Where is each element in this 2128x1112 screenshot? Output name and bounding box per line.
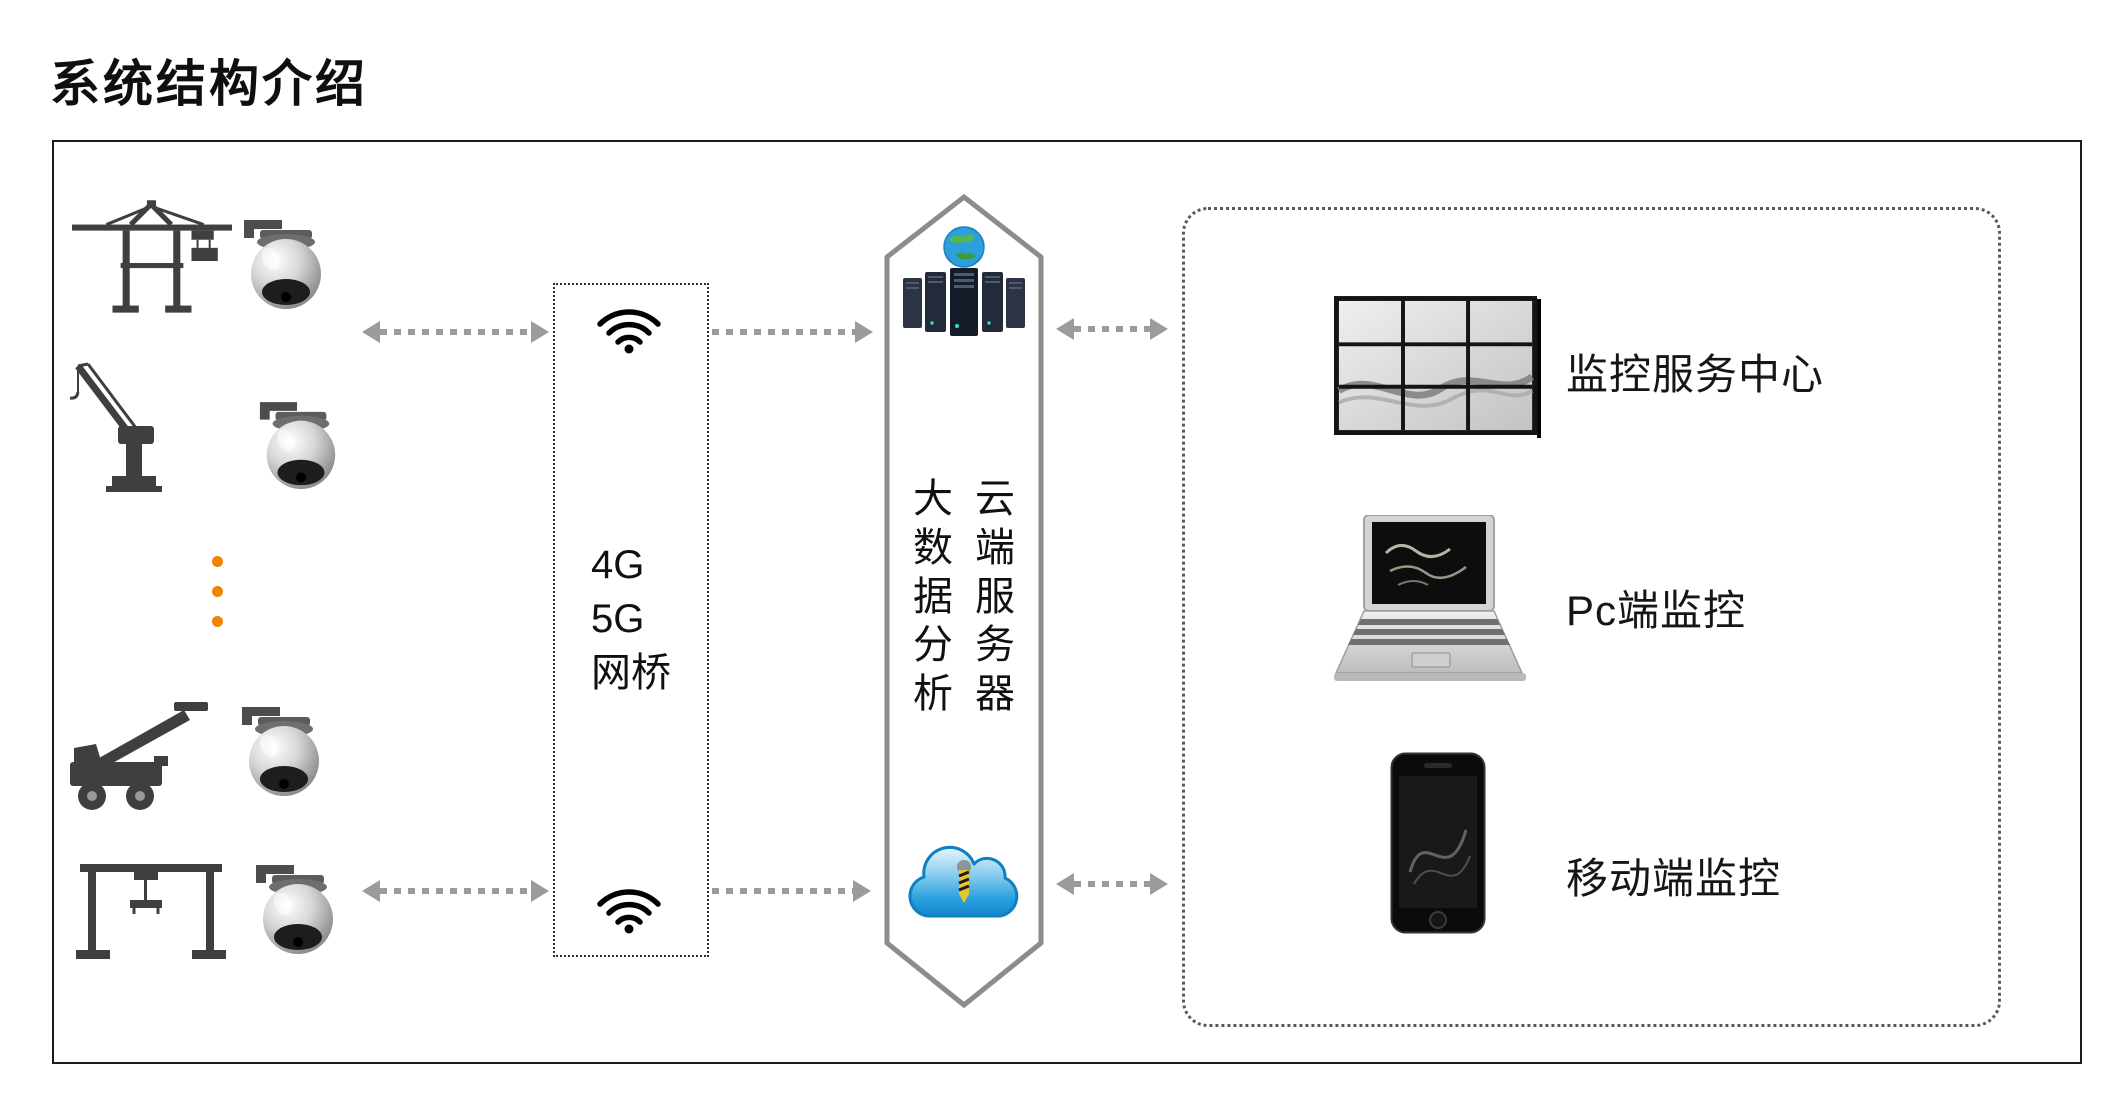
harbor-crane-icon: [62, 356, 207, 496]
diagram-frame: [52, 140, 2082, 1064]
reach-stacker-icon: [66, 698, 211, 816]
ellipsis-dot: [212, 586, 223, 597]
link-cameras-bridge-top-arrow: [362, 321, 549, 343]
cloud-server-label: 云端服务器: [975, 477, 1015, 717]
link-bridge-server-bottom-arrow: [712, 880, 871, 902]
link-cameras-bridge-bottom-arrow: [362, 880, 549, 902]
orange-ellipsis: [212, 556, 223, 627]
dome-camera-icon: [238, 704, 326, 806]
dome-camera-icon: [256, 400, 342, 498]
network-line-2: 5G: [591, 597, 645, 641]
container-crane-icon: [72, 200, 234, 322]
smartphone-icon: [1390, 752, 1486, 934]
hexagon-outline: [884, 193, 1044, 1009]
network-bridge-box: [553, 283, 709, 957]
server-hexagon: 大数据分析 云端服务器: [884, 193, 1044, 1009]
laptop-icon: [1328, 515, 1528, 687]
monitor-center-label: 监控服务中心: [1566, 351, 1825, 398]
link-bridge-server-top-arrow: [712, 321, 873, 343]
mobile-monitor-label: 移动端监控: [1566, 855, 1782, 902]
network-line-3: 网桥: [591, 651, 671, 695]
dome-camera-icon: [240, 218, 328, 318]
ellipsis-dot: [212, 556, 223, 567]
dome-camera-icon: [252, 862, 340, 964]
gantry-crane-icon: [76, 850, 226, 968]
network-line-1: 4G: [591, 543, 645, 587]
page-title: 系统结构介绍: [50, 56, 368, 112]
ellipsis-dot: [212, 616, 223, 627]
wifi-icon: [597, 889, 661, 934]
cloud-icon: [899, 835, 1029, 929]
wifi-icon: [597, 309, 661, 354]
cloud-servers-icon: [899, 226, 1029, 341]
server-function-labels: 大数据分析 云端服务器: [884, 475, 1044, 719]
pc-monitor-label: Pc端监控: [1566, 587, 1747, 634]
big-data-analysis-label: 大数据分析: [913, 477, 953, 717]
link-server-monitoring-bottom-arrow: [1056, 873, 1168, 895]
video-wall-icon: [1334, 296, 1541, 439]
network-bridge-labels: 4G 5G 网桥: [553, 538, 705, 700]
link-server-monitoring-top-arrow: [1056, 318, 1168, 340]
monitoring-panel: [1182, 207, 2001, 1027]
